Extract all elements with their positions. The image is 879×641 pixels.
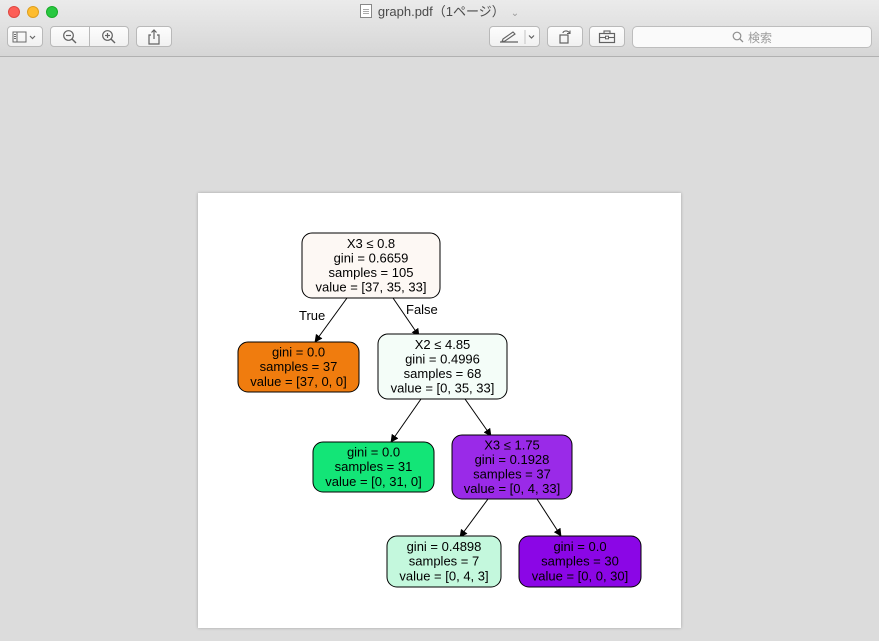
rotate-icon [559,29,571,44]
tree-node-line: samples = 31 [335,459,413,474]
tree-node-line: X3 ≤ 0.8 [347,236,395,251]
tree-node-line: value = [0, 35, 33] [391,381,495,396]
rotate-button[interactable] [547,26,583,47]
tree-node-line: X2 ≤ 4.85 [415,337,471,352]
tree-node-line: samples = 7 [409,554,479,569]
toolbox-button[interactable] [589,26,625,47]
tree-node-line: gini = 0.0 [553,539,606,554]
edge-root-to-split-x2 [392,297,420,337]
zoom-window-button[interactable] [46,6,58,18]
minimize-window-button[interactable] [27,6,39,18]
close-window-button[interactable] [8,6,20,18]
share-button[interactable] [136,26,172,47]
zoom-out-icon [63,29,77,43]
sidebar-toggle-button[interactable] [7,26,43,47]
search-icon [732,31,744,43]
edge-root-to-left-leaf [314,297,348,343]
zoom-out-button[interactable] [50,26,90,47]
tree-node-line: X3 ≤ 1.75 [484,437,540,452]
tree-node-line: gini = 0.0 [272,345,325,360]
share-icon [148,28,160,45]
toolbar: graph.pdf（1ページ） ⌄ [0,0,879,57]
tree-node-box [386,535,502,588]
window-title: graph.pdf（1ページ） ⌄ [0,3,879,23]
markup-button[interactable] [489,26,540,47]
tree-node-box [237,341,360,393]
tree-node-line: samples = 68 [404,366,482,381]
window-title-text: graph.pdf（1ページ） [377,4,505,19]
zoom-in-button[interactable] [89,26,129,47]
tree-node-line: gini = 0.6659 [334,250,409,265]
search-placeholder: 検索 [747,30,772,45]
tree-node-box [377,333,508,400]
edge-split-x2-to-split-x3b [464,398,492,437]
tree-node-line: value = [0, 4, 3] [399,568,488,583]
sidebar-icon [12,31,36,42]
tree-node-line: samples = 30 [541,554,619,569]
tree-node-box [451,434,573,500]
tree-node-line: value = [0, 31, 0] [325,474,421,489]
tree-node-line: gini = 0.1928 [475,452,550,467]
tree-node-line: value = [0, 0, 30] [532,568,628,583]
tree-node-line: value = [37, 0, 0] [250,374,346,389]
tree-node-line: gini = 0.4898 [407,539,482,554]
edge-split-x3b-to-purple-leaf [536,498,562,537]
tree-node-line: value = [37, 35, 33] [316,280,427,295]
title-chevron-down-icon[interactable]: ⌄ [510,8,520,19]
edge-label-false: False [406,302,438,317]
edge-label-true: True [299,308,325,323]
edge-split-x3b-to-mint-leaf [459,498,489,538]
tree-node-box [518,535,642,588]
tree-node-box [312,441,435,493]
pdf-document-icon [359,4,372,18]
tree-node-line: gini = 0.0 [347,445,400,460]
pen-icon [499,29,534,44]
tree-node-box [301,232,441,299]
tree-node-line: samples = 105 [329,265,414,280]
tree-node-line: gini = 0.4996 [405,351,480,366]
zoom-in-icon [102,29,116,43]
tree-node-line: samples = 37 [473,467,551,482]
search-field[interactable]: 検索 [632,26,872,48]
toolbox-icon [598,29,616,43]
tree-node-line: value = [0, 4, 33] [464,481,560,496]
tree-node-line: samples = 37 [260,359,338,374]
edge-split-x2-to-green-leaf [390,398,422,443]
